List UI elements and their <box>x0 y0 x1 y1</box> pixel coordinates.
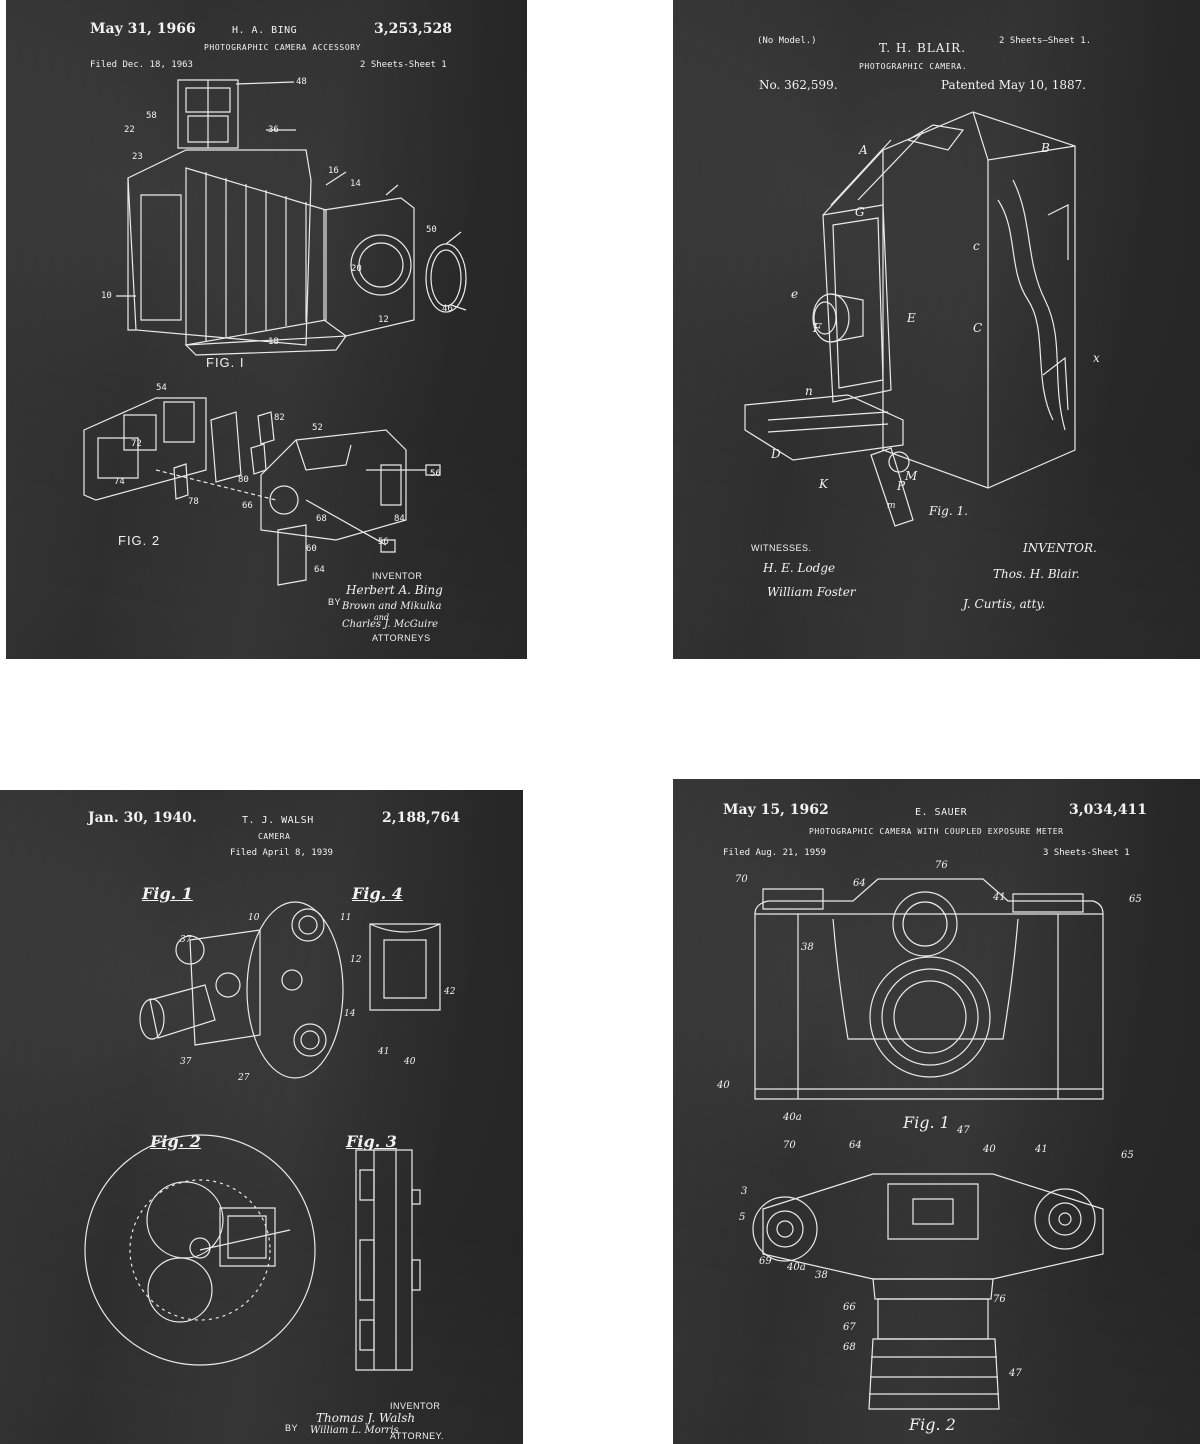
slr-camera-drawing <box>673 779 1200 1444</box>
figure-4-label: Fig. 4 <box>352 884 403 903</box>
turret-diagram <box>85 1135 315 1365</box>
inventor-signature: Herbert A. Bing <box>346 583 443 597</box>
patent-date: May 31, 1966 <box>90 21 196 37</box>
box-camera-drawing <box>673 0 1200 659</box>
no-model-label: (No Model.) <box>757 36 817 46</box>
patent-poster-walsh: Jan. 30, 1940. T. J. WALSH 2,188,764 CAM… <box>0 790 523 1444</box>
filed-date: Filed April 8, 1939 <box>230 848 333 858</box>
inventor-name: T. H. BLAIR. <box>879 41 967 55</box>
inventor-signature: Thomas J. Walsh <box>316 1411 416 1425</box>
figure-1-label: Fig. 1. <box>929 504 968 518</box>
accessory-exploded-drawing <box>84 398 440 585</box>
patented-date: Patented May 10, 1887. <box>941 78 1087 92</box>
figure-2-label: Fig. 2 <box>150 1132 201 1151</box>
movie-camera-drawing <box>0 790 523 1444</box>
figure-2-label: FIG. 2 <box>118 533 161 548</box>
sheet-info: 3 Sheets-Sheet 1 <box>1043 848 1130 858</box>
sheet-info: 2 Sheets-Sheet 1 <box>360 60 447 70</box>
witnesses-label: WITNESSES. <box>751 543 812 553</box>
figure-3-label: Fig. 3 <box>346 1132 397 1151</box>
inventor-label: INVENTOR <box>390 1401 441 1411</box>
patent-date: May 15, 1962 <box>723 802 829 818</box>
by-label: BY <box>328 597 342 607</box>
patent-poster-bing: May 31, 1966 H. A. BING 3,253,528 PHOTOG… <box>6 0 527 659</box>
witness-signature-1: H. E. Lodge <box>763 561 836 575</box>
patent-date: Jan. 30, 1940. <box>88 810 197 826</box>
patent-number: 3,253,528 <box>374 21 452 37</box>
attorneys-label: ATTORNEYS <box>372 633 431 643</box>
patent-title: CAMERA <box>258 832 291 841</box>
witness-signature-2: William Foster <box>767 585 856 599</box>
patent-number: No. 362,599. <box>759 78 838 92</box>
patent-title: PHOTOGRAPHIC CAMERA WITH COUPLED EXPOSUR… <box>809 827 1064 836</box>
attorney-signature: William L. Morris <box>310 1425 399 1436</box>
sheet-info: 2 Sheets—Sheet 1. <box>999 36 1092 46</box>
figure-1-label: Fig. 1 <box>903 1113 950 1132</box>
folding-camera-drawing <box>6 0 527 659</box>
patent-title: PHOTOGRAPHIC CAMERA ACCESSORY <box>204 43 362 52</box>
filed-date: Filed Dec. 18, 1963 <box>90 60 193 70</box>
patent-title: PHOTOGRAPHIC CAMERA. <box>859 62 968 71</box>
filed-date: Filed Aug. 21, 1959 <box>723 848 826 858</box>
patent-number: 3,034,411 <box>1069 802 1147 818</box>
patent-poster-sauer: May 15, 1962 E. SAUER 3,034,411 PHOTOGRA… <box>673 779 1200 1444</box>
patent-number: 2,188,764 <box>382 810 460 826</box>
inventor-name: H. A. BING <box>232 25 298 36</box>
attorney-signature: J. Curtis, atty. <box>963 597 1046 611</box>
attorney-signature: Brown and Mikulka <box>342 601 442 612</box>
inventor-label: INVENTOR <box>372 571 423 581</box>
inventor-name: E. SAUER <box>915 807 968 818</box>
figure-1-label: Fig. 1 <box>142 884 193 903</box>
patent-poster-blair: (No Model.) T. H. BLAIR. 2 Sheets—Sheet … <box>673 0 1200 659</box>
figure-1-label: FIG. I <box>206 355 245 370</box>
inventor-name: T. J. WALSH <box>242 815 314 826</box>
inventor-signature: Thos. H. Blair. <box>993 567 1080 581</box>
inventor-label: INVENTOR. <box>1023 541 1097 555</box>
attorney-label: ATTORNEY. <box>390 1431 445 1441</box>
figure-2-label: Fig. 2 <box>909 1415 956 1434</box>
by-label: BY <box>285 1423 299 1433</box>
